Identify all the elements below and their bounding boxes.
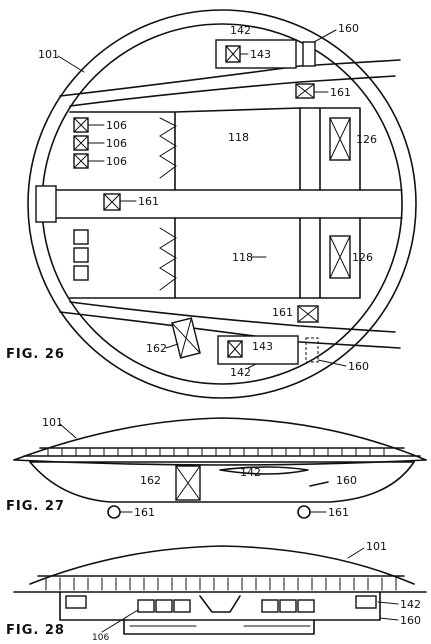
fig27-rim xyxy=(23,455,421,463)
fig28-lower-body xyxy=(59,591,381,621)
fig28-right-box xyxy=(355,595,377,609)
fig28-label-101: 101 xyxy=(366,540,387,553)
fig26-lower-left-band xyxy=(41,217,176,299)
fig27-wheel-left xyxy=(107,505,121,519)
fig26-left-stub xyxy=(35,185,57,223)
fig27-label-101: 101 xyxy=(42,416,63,429)
fig26-label-143-lower: 143 xyxy=(252,340,273,353)
fig27-rim-base xyxy=(13,459,427,466)
fig27-label-161-left: 161 xyxy=(134,506,155,519)
fig26-lower-unit-126 xyxy=(329,235,351,279)
fig27-dome-top xyxy=(13,417,427,461)
fig26-unit-frames xyxy=(319,107,361,299)
fig26-label-118-lower: 118 xyxy=(232,251,253,264)
fig28-label-106: 106 xyxy=(92,633,109,643)
fig26-outer-hull-ring xyxy=(27,9,417,399)
fig26-label-161-center: 161 xyxy=(138,195,159,208)
fig26-label-161-lower: 161 xyxy=(272,306,293,319)
fig28-right-modules xyxy=(261,599,315,613)
fig26-right-band xyxy=(299,189,403,219)
fig28-leader-142 xyxy=(377,601,399,605)
fig26-caption: FIG. 26 xyxy=(6,347,65,362)
fig27-pod-cross xyxy=(175,465,201,501)
fig27-lower-hull xyxy=(29,461,415,503)
fig28-label-160: 160 xyxy=(400,614,421,627)
fig27-label-162: 162 xyxy=(140,474,161,487)
fig26-label-106-c: 106 xyxy=(106,155,127,168)
fig26-label-143: 143 xyxy=(250,48,271,61)
fig26-label-126-lower: 126 xyxy=(352,251,373,264)
fig26-lower-sweep-track-inner xyxy=(69,301,396,333)
fig27-door-160 xyxy=(309,481,329,487)
fig26-label-106-b: 106 xyxy=(106,137,127,150)
fig26-label-106-a: 106 xyxy=(106,119,127,132)
fig28-section-view: 101 142 160 106 FIG. 28 xyxy=(6,540,427,643)
fig28-leader-160 xyxy=(379,617,399,621)
fig28-left-box xyxy=(65,595,87,609)
fig28-floor-track xyxy=(123,619,315,635)
fig26-leader-142-lower xyxy=(247,363,257,369)
fig26-plan-view: 101 142 143 160 161 106 106 106 118 126 … xyxy=(6,9,417,399)
fig27-wheel-right xyxy=(297,505,311,519)
fig28-label-142: 142 xyxy=(400,598,421,611)
fig27-caption: FIG. 27 xyxy=(6,499,65,514)
fig27-label-160: 160 xyxy=(336,474,357,487)
fig26-lower-vehicle-143 xyxy=(217,335,319,365)
fig26-upper-sweep-track-inner xyxy=(69,75,396,107)
fig27-label-142: 142 xyxy=(240,466,261,479)
fig28-left-modules xyxy=(137,599,191,613)
fig26-bay-end-walls xyxy=(299,107,321,299)
fig26-leader-160 xyxy=(313,29,337,43)
fig26-upper-unit-126 xyxy=(329,117,351,161)
fig26-label-161-upper: 161 xyxy=(330,86,351,99)
fig27-side-view: 101 162 142 160 161 161 FIG. 27 xyxy=(6,416,427,519)
fig28-center-keel xyxy=(199,595,241,613)
fig26-label-160-lower: 160 xyxy=(348,360,369,373)
fig26-upper-left-band xyxy=(41,111,176,191)
fig28-leader-106 xyxy=(101,609,139,633)
fig26-label-162: 162 xyxy=(146,342,167,355)
fig26-pod-162 xyxy=(171,317,201,359)
fig27-label-161-right: 161 xyxy=(328,506,349,519)
fig26-inner-hull-ring xyxy=(41,23,403,385)
fig26-lower-module-stack xyxy=(73,229,89,281)
fig26-wheel-161-center xyxy=(103,193,121,211)
fig28-vent-slats xyxy=(45,577,397,591)
fig26-leader-101 xyxy=(57,55,85,73)
fig26-label-118-upper: 118 xyxy=(228,131,249,144)
fig26-label-142-lower: 142 xyxy=(230,366,251,379)
fig27-vent-slats xyxy=(47,447,385,457)
fig26-label-126-upper: 126 xyxy=(356,133,377,146)
fig26-leader-162 xyxy=(165,343,179,349)
fig26-lower-zigzag xyxy=(159,227,177,291)
fig26-upper-bay-outline xyxy=(174,107,301,191)
fig28-rim xyxy=(13,575,427,593)
fig26-label-160: 160 xyxy=(338,22,359,35)
fig28-caption: FIG. 28 xyxy=(6,623,65,638)
fig26-label-101: 101 xyxy=(38,48,59,61)
fig28-dome-top xyxy=(29,545,415,585)
fig26-upper-module-stack xyxy=(73,117,89,169)
fig28-leader-101 xyxy=(347,547,365,559)
fig26-wheel-161-lower xyxy=(297,305,319,323)
fig26-wheel-161-upper xyxy=(295,83,315,99)
fig26-label-142: 142 xyxy=(230,24,251,37)
fig27-vehicle-142 xyxy=(219,466,309,475)
fig26-leader-160-lower xyxy=(317,359,347,367)
fig26-upper-vehicle-143 xyxy=(215,39,316,69)
fig26-upper-zigzag xyxy=(159,117,178,179)
fig26-lower-bay-outline xyxy=(174,217,301,299)
fig27-leader-101 xyxy=(59,423,77,439)
